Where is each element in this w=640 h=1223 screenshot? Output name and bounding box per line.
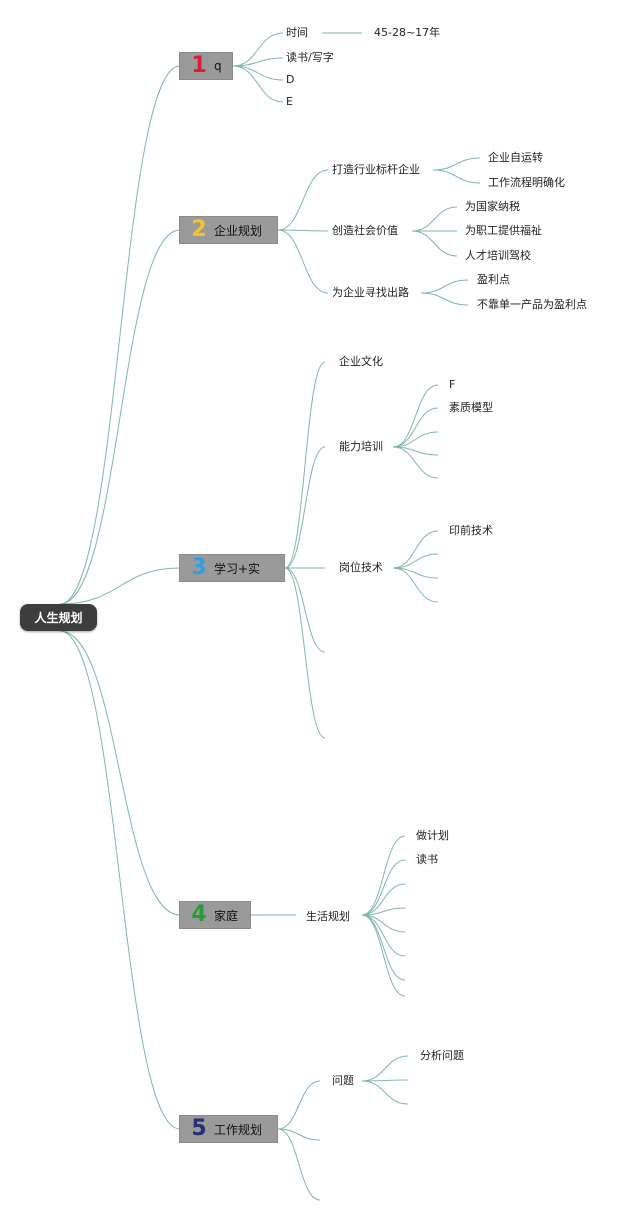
branch-5-label: 工作规划 xyxy=(214,1122,263,1137)
edge-b3-c4 xyxy=(284,567,326,653)
edge-b3-c5 xyxy=(284,567,326,739)
node-1-2[interactable]: 读书/写字 xyxy=(286,51,334,64)
edge-root-b4 xyxy=(59,630,181,916)
edge-b3-c3-g2 xyxy=(392,553,439,569)
branch-1[interactable]: 1 q xyxy=(179,52,233,80)
node-1-4[interactable]: E xyxy=(286,95,293,108)
edge-b3-c2-g1 xyxy=(392,384,439,448)
edge-b2-c2-g1 xyxy=(411,206,458,232)
node-3-2-2[interactable]: 素质模型 xyxy=(449,401,493,414)
edge-root-b2 xyxy=(59,229,181,605)
node-4-1[interactable]: 生活规划 xyxy=(306,910,350,923)
edge-b4-c1-g1 xyxy=(361,835,406,916)
edge-b5-c1-g1 xyxy=(361,1055,409,1082)
edge-b5-c1-g3 xyxy=(361,1080,409,1105)
edge-b4-c1-g3 xyxy=(361,883,406,916)
edge-b2-c2-g3 xyxy=(411,230,458,257)
branch-1-label: q xyxy=(214,59,222,73)
branch-3[interactable]: 3 学习+实 xyxy=(179,554,285,582)
node-2-2-3[interactable]: 人才培训驾校 xyxy=(465,249,531,262)
edge-b4-c1-g6 xyxy=(361,914,406,957)
node-3-2-1[interactable]: F xyxy=(449,378,456,391)
edge-b2-c3-g2 xyxy=(420,292,469,306)
edge-b2-c1-g1 xyxy=(432,157,481,171)
node-1-1-1[interactable]: 45-28~17年 xyxy=(374,26,441,39)
node-2-3[interactable]: 为企业寻找出路 xyxy=(332,286,409,299)
node-1-1[interactable]: 时间 xyxy=(286,26,308,39)
edge-b3-c2-g5 xyxy=(392,446,439,479)
node-2-1-2[interactable]: 工作流程明确化 xyxy=(488,176,565,189)
node-2-2-2[interactable]: 为职工提供福祉 xyxy=(465,224,542,237)
edge-root-b5 xyxy=(59,630,181,1130)
edge-b2-c3-g1 xyxy=(420,279,469,294)
edge-b4-c1-g4 xyxy=(361,907,406,916)
edge-b4-c1-g2 xyxy=(361,859,406,916)
edge-b2-c1-g2 xyxy=(432,169,481,184)
branch-3-number: 3 xyxy=(191,555,207,580)
edge-b2-c1 xyxy=(277,169,329,231)
node-3-3[interactable]: 岗位技术 xyxy=(339,561,383,574)
node-3-2[interactable]: 能力培训 xyxy=(339,440,383,453)
root-node[interactable]: 人生规划 xyxy=(20,604,97,631)
edge-b3-c2-g3 xyxy=(392,431,439,448)
edge-b3-c3-g4 xyxy=(392,567,439,603)
edge-b4-c1-g7 xyxy=(361,914,406,981)
node-5-1-1[interactable]: 分析问题 xyxy=(420,1049,464,1062)
node-1-3[interactable]: D xyxy=(286,73,295,86)
edge-b5-c1 xyxy=(277,1080,321,1130)
node-2-1-1[interactable]: 企业自运转 xyxy=(488,151,543,164)
edge-b1-c4 xyxy=(232,65,284,103)
node-4-1-1[interactable]: 做计划 xyxy=(416,829,449,842)
branch-2-label: 企业规划 xyxy=(214,223,263,238)
node-4-1-2[interactable]: 读书 xyxy=(416,853,438,866)
edge-b1-c3 xyxy=(232,65,284,81)
edge-b3-c1 xyxy=(284,361,326,569)
node-3-3-1[interactable]: 印前技术 xyxy=(449,524,493,537)
node-2-3-2[interactable]: 不靠单一产品为盈利点 xyxy=(477,298,587,311)
node-5-1[interactable]: 问题 xyxy=(332,1074,354,1087)
edge-root-b1 xyxy=(59,65,181,605)
branch-5[interactable]: 5 工作规划 xyxy=(179,1115,278,1143)
edge-b3-c3-g1 xyxy=(392,530,439,569)
edge-b4-c1-g8 xyxy=(361,914,406,997)
edge-b2-c2 xyxy=(277,229,329,232)
edge-b5-c3 xyxy=(277,1128,321,1201)
edge-b1-c1 xyxy=(232,32,284,67)
branch-2-number: 2 xyxy=(191,217,207,242)
edge-b5-c2 xyxy=(277,1128,321,1141)
edge-b3-c2 xyxy=(284,446,326,569)
branch-4[interactable]: 4 家庭 xyxy=(179,901,251,929)
branch-1-number: 1 xyxy=(191,53,207,78)
branch-4-number: 4 xyxy=(191,902,207,927)
root-label: 人生规划 xyxy=(34,611,83,625)
edge-b3-c2-g2 xyxy=(392,407,439,448)
edge-root-b3 xyxy=(59,567,181,605)
node-3-1[interactable]: 企业文化 xyxy=(339,355,383,368)
branch-3-label: 学习+实 xyxy=(214,561,261,576)
branch-5-number: 5 xyxy=(191,1116,207,1141)
node-2-2[interactable]: 创造社会价值 xyxy=(332,224,398,237)
edge-b2-c3 xyxy=(277,229,329,294)
node-2-3-1[interactable]: 盈利点 xyxy=(477,273,510,286)
node-2-2-1[interactable]: 为国家纳税 xyxy=(465,200,520,213)
branch-2[interactable]: 2 企业规划 xyxy=(179,216,278,244)
branch-4-label: 家庭 xyxy=(214,908,239,923)
node-2-1[interactable]: 打造行业标杆企业 xyxy=(332,163,420,176)
